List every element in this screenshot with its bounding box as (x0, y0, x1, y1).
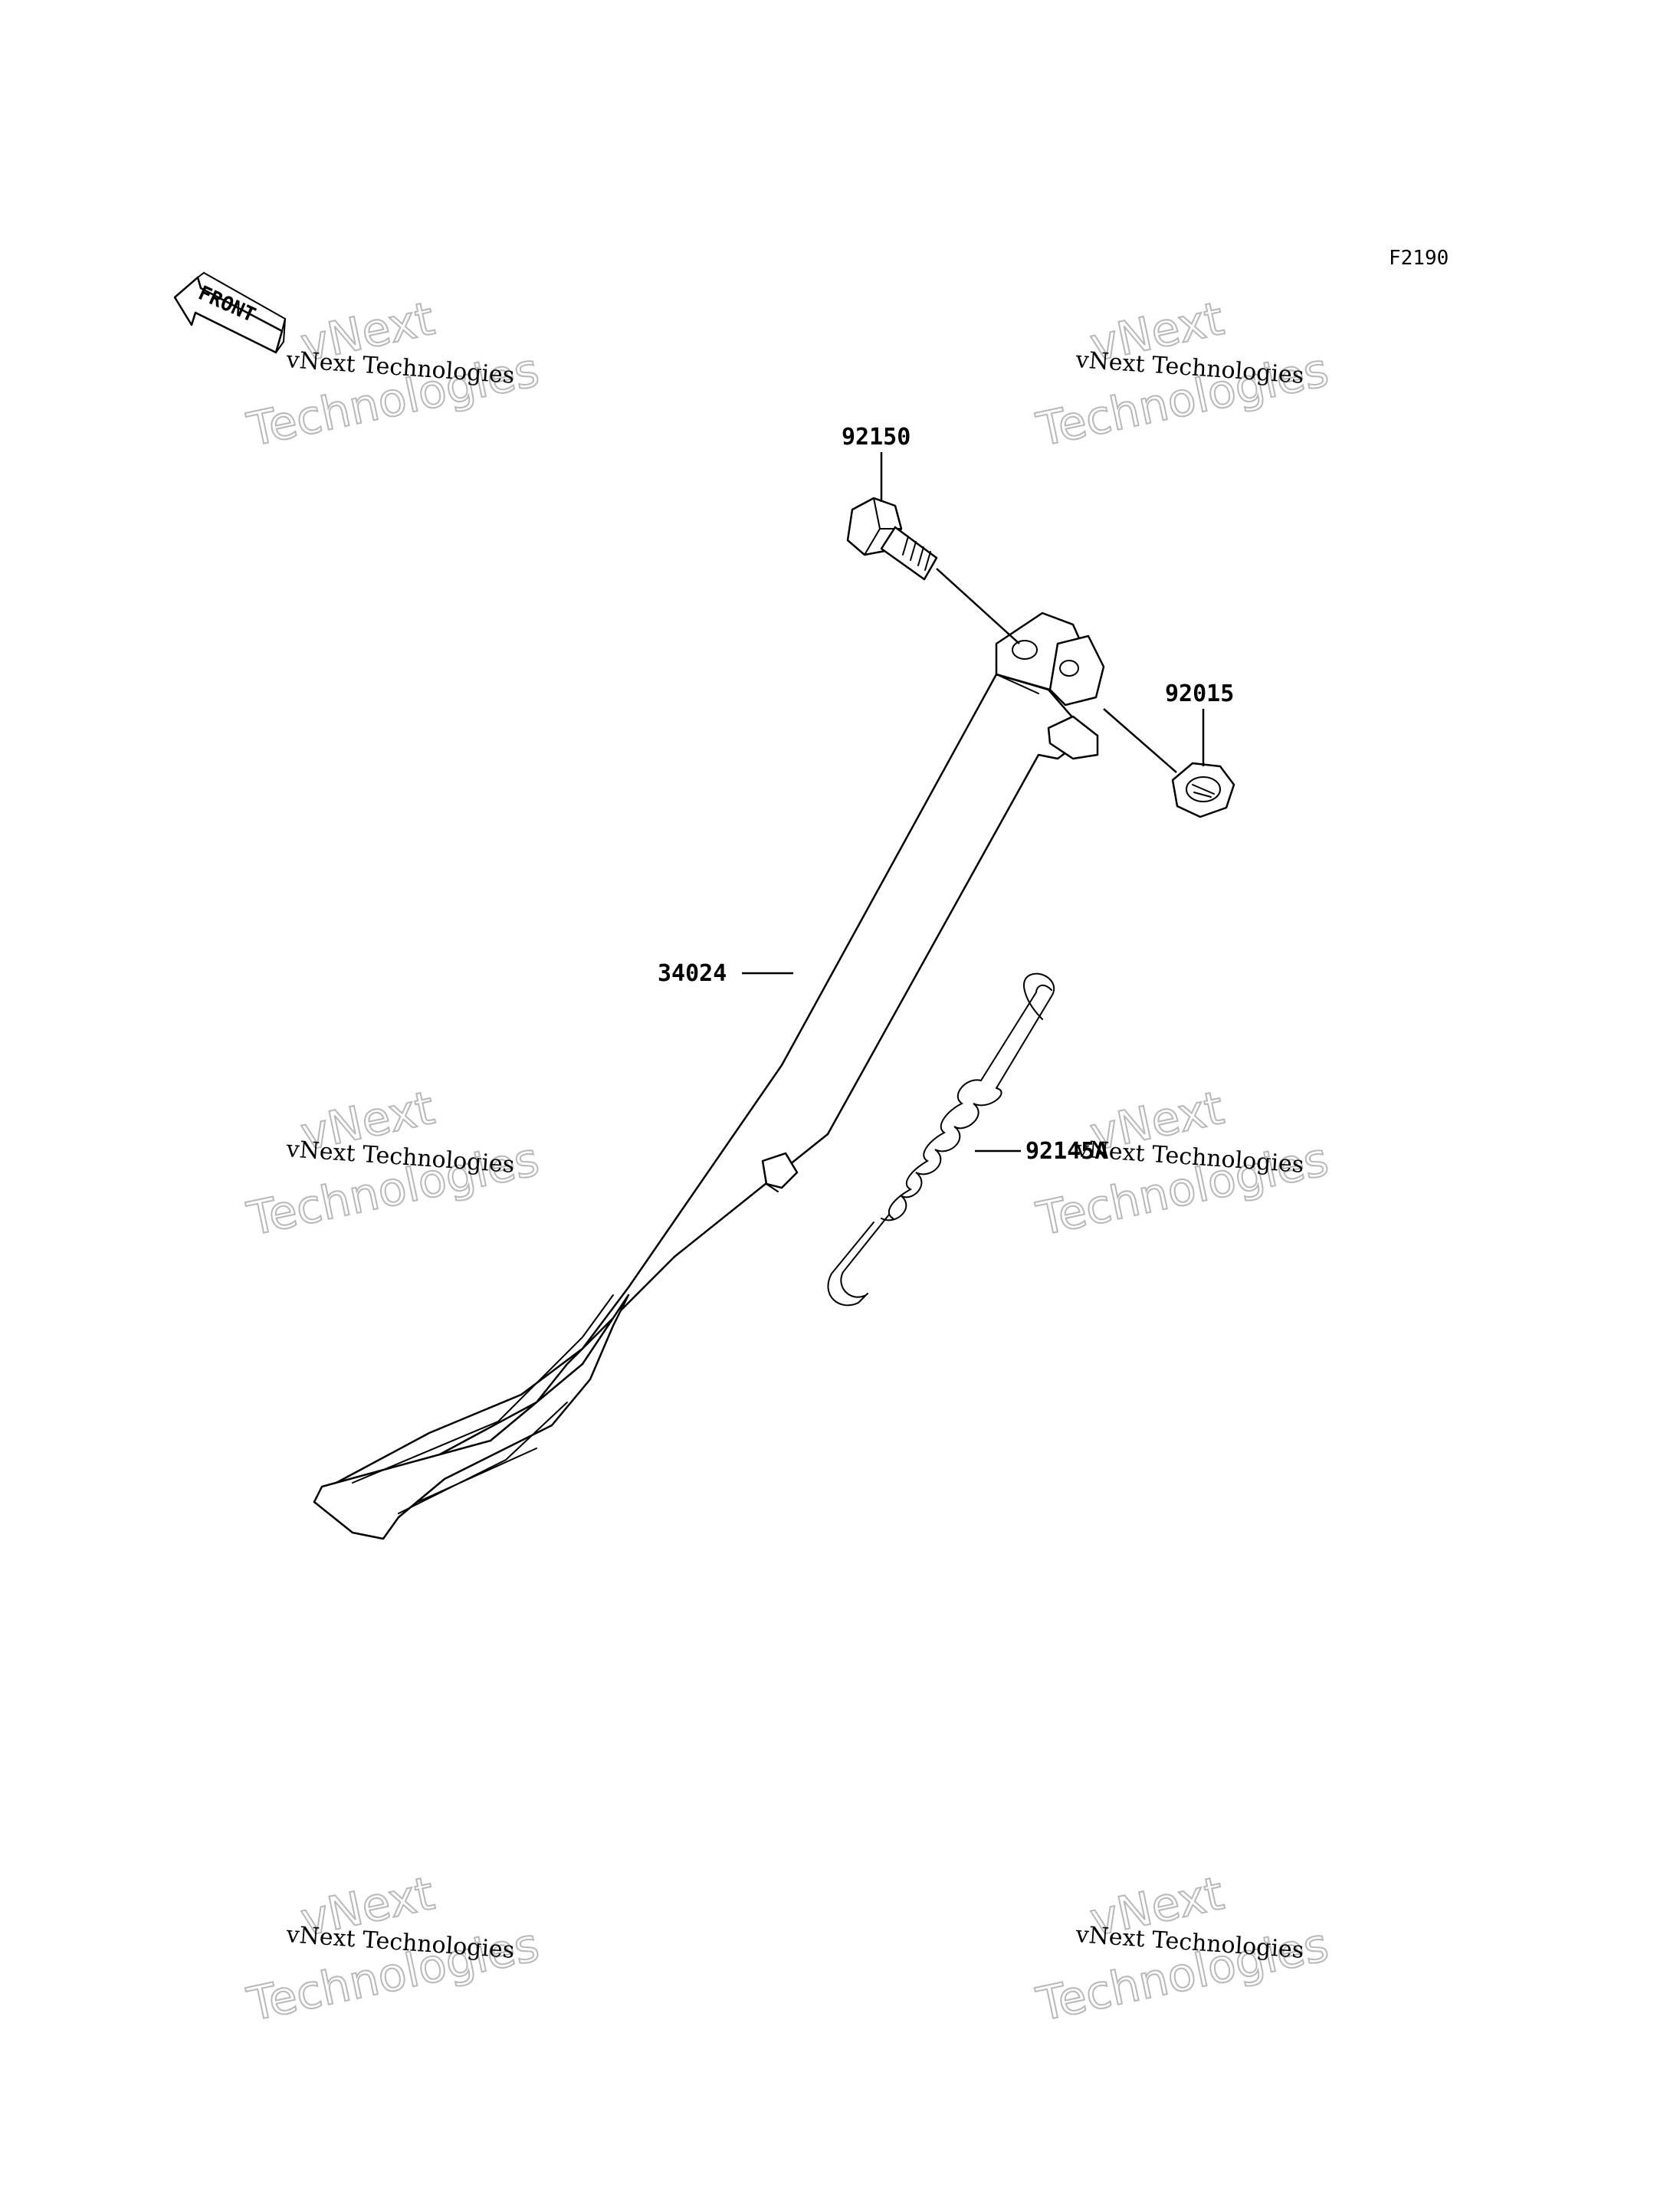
side-stand-34024 (313, 612, 1105, 1540)
leader-bolt-hole (936, 568, 1020, 644)
part-label-92145A: 92145A (1025, 1138, 1108, 1165)
part-label-92150: 92150 (842, 424, 911, 451)
watermark-top-right: vNext Technologies vNext Technologies (1032, 291, 1334, 458)
part-label-92015: 92015 (1165, 680, 1234, 707)
part-label-34024: 34024 (658, 960, 727, 987)
watermark-top-left: vNext Technologies vNext Technologies (242, 291, 545, 458)
bolt-92150 (846, 497, 938, 581)
nut-92015 (1171, 762, 1235, 818)
watermark-bottom-left: vNext Technologies vNext Technologies (242, 1866, 545, 2033)
watermark-bottom-right: vNext Technologies vNext Technologies (1032, 1866, 1334, 2033)
watermark-mid-left: vNext Technologies vNext Technologies (242, 1080, 545, 1248)
diagram-code: F2190 (1389, 247, 1449, 270)
front-arrow-icon: FRONT (173, 271, 287, 354)
spring-92145A (827, 972, 1055, 1307)
leader-nut-bracket (1103, 708, 1177, 773)
